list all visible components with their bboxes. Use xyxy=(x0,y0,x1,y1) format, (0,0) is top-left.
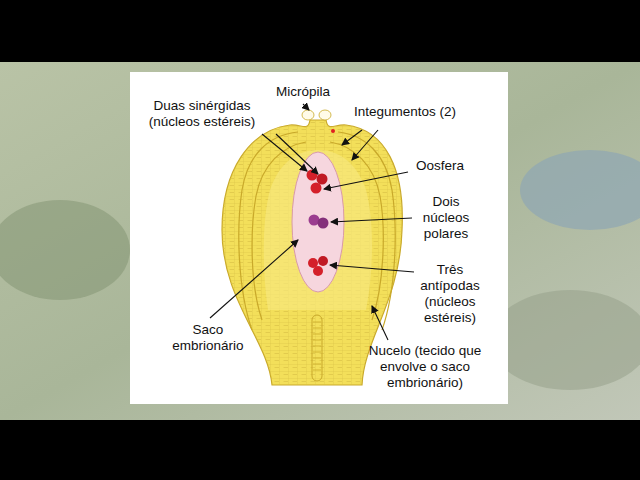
part-label: Integumentos (2) xyxy=(345,104,465,120)
part-label: Nucelo (tecido que envolve o saco embrio… xyxy=(345,343,505,391)
part-label: Saco embrionário xyxy=(166,322,250,354)
part-label: Três antípodas (núcleos estéreis) xyxy=(414,262,486,326)
part-label: Dois núcleos polares xyxy=(414,194,478,242)
part-label: Duas sinérgidas (núcleos estéreis) xyxy=(136,98,268,130)
part-label: Oosfera xyxy=(410,158,470,174)
part-label: Micrópila xyxy=(268,84,338,100)
